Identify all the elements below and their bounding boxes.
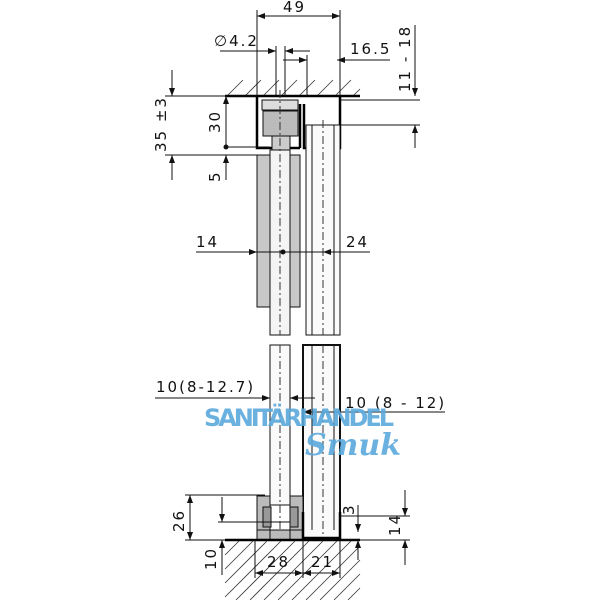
dim-gap-5: 5 <box>206 170 224 182</box>
hatch-line <box>280 79 298 97</box>
watermark-line1: SANITÄRHANDEL <box>204 403 394 432</box>
hatch-line <box>334 79 352 97</box>
dim-hole-diameter: ∅4.2 <box>214 32 259 50</box>
dim-track-height: 30 <box>206 110 224 133</box>
hatch-line <box>347 587 361 600</box>
dim-bottom-right-height: 14 <box>386 513 404 536</box>
dim-bottom-height: 26 <box>170 509 188 532</box>
bottom-guide-left <box>256 495 304 541</box>
dimension-lines <box>155 10 445 578</box>
hatch-line <box>319 559 361 600</box>
hatch-line <box>244 79 262 97</box>
hatch-line <box>262 79 280 97</box>
dim-glass-left: 10(8-12.7) <box>156 378 255 396</box>
hatch-line <box>224 540 254 570</box>
dim-glass-right: 10 (8 - 12) <box>345 394 446 412</box>
dim-left-offset: 14 <box>196 233 219 251</box>
hatch-line <box>224 540 268 584</box>
dim-floor-depth: 10 <box>202 547 220 570</box>
hatch-line <box>224 540 240 556</box>
upper-left-door-panel <box>256 90 301 336</box>
hatch-line <box>226 79 244 97</box>
upper-right-door-panel <box>305 120 341 336</box>
floor-hatching <box>224 540 361 600</box>
lower-left-door-panel <box>269 344 291 540</box>
dim-bottom-left-width: 28 <box>267 553 290 571</box>
watermark-line2: Smuk <box>305 428 401 463</box>
dim-right-offset: 24 <box>346 233 369 251</box>
dim-bottom-right-width: 21 <box>311 553 334 571</box>
lower-right-door-panel <box>302 344 341 541</box>
hatch-line <box>224 540 282 598</box>
dim-track-offset: 16.5 <box>350 40 391 58</box>
dim-ceiling-gap: 11 - 18 <box>396 25 414 92</box>
dim-top-height: 35 ±3 <box>152 96 170 152</box>
hatch-line <box>333 573 361 600</box>
dim-overall-width: 49 <box>283 0 306 16</box>
dim-bottom-gap: 3 <box>340 503 358 515</box>
hatch-line <box>316 79 334 97</box>
bottom-guide-right <box>301 512 342 540</box>
